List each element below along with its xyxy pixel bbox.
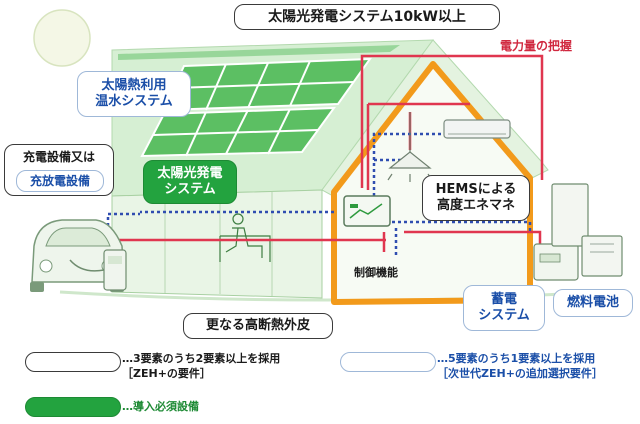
label-charging-line1: 充電設備又は <box>22 150 95 164</box>
label-solar-thermal-line2: 温水システム <box>95 94 173 109</box>
label-hems-line1: HEMSによる <box>435 182 517 198</box>
label-power-monitor: 電力量の把握 <box>500 38 573 53</box>
sun-icon <box>33 9 91 67</box>
legend-black-line1: …3要素のうち2要素以上を採用 <box>122 352 281 365</box>
label-pv-system: 太陽光発電 システム <box>143 160 237 204</box>
label-solar-thermal: 太陽熱利用 温水システム <box>77 71 191 117</box>
label-charging-sub: 充放電設備 <box>16 170 104 192</box>
label-control: 制御機能 <box>354 266 398 280</box>
legend-black-swatch <box>25 352 121 372</box>
air-conditioner-icon <box>443 119 511 139</box>
insulation-frame <box>331 61 533 305</box>
legend-blue-line1: …5要素のうち1要素以上を採用 <box>437 352 596 365</box>
solar-panel-icon <box>140 57 372 158</box>
fuel-cell-icon <box>551 183 623 277</box>
legend-blue-text: …5要素のうち1要素以上を採用 ［次世代ZEH+の追加選択要件］ <box>437 352 603 382</box>
label-storage-line1: 蓄電 <box>490 292 517 308</box>
battery-icon <box>533 243 579 281</box>
label-storage: 蓄電 システム <box>463 285 545 331</box>
legend-green-text: …導入必須設備 <box>122 400 199 415</box>
legend-green-swatch <box>25 397 121 417</box>
legend-blue-swatch <box>340 352 436 372</box>
house-wall-left <box>111 189 323 299</box>
label-solar-10kw: 太陽光発電システム10kW以上 <box>234 4 500 30</box>
label-pv-system-line2: システム <box>164 182 216 197</box>
legend-black-line2: ［ZEH+の要件］ <box>122 366 211 380</box>
label-storage-line2: システム <box>478 308 530 323</box>
label-hems-line2: 高度エネマネ <box>436 198 515 213</box>
legend-blue-line2: ［次世代ZEH+の追加選択要件］ <box>437 366 603 380</box>
legend-black-text: …3要素のうち2要素以上を採用 ［ZEH+の要件］ <box>122 352 280 382</box>
hems-monitor-icon <box>343 195 391 227</box>
charger-icon <box>69 249 127 291</box>
label-insulation: 更なる高断熱外皮 <box>183 313 333 339</box>
label-fuel-cell: 燃料電池 <box>553 289 633 317</box>
label-pv-system-line1: 太陽光発電 <box>157 166 223 182</box>
legend-green-line1: …導入必須設備 <box>122 400 199 413</box>
label-solar-thermal-line1: 太陽熱利用 <box>101 78 167 94</box>
label-hems: HEMSによる 高度エネマネ <box>422 175 530 221</box>
